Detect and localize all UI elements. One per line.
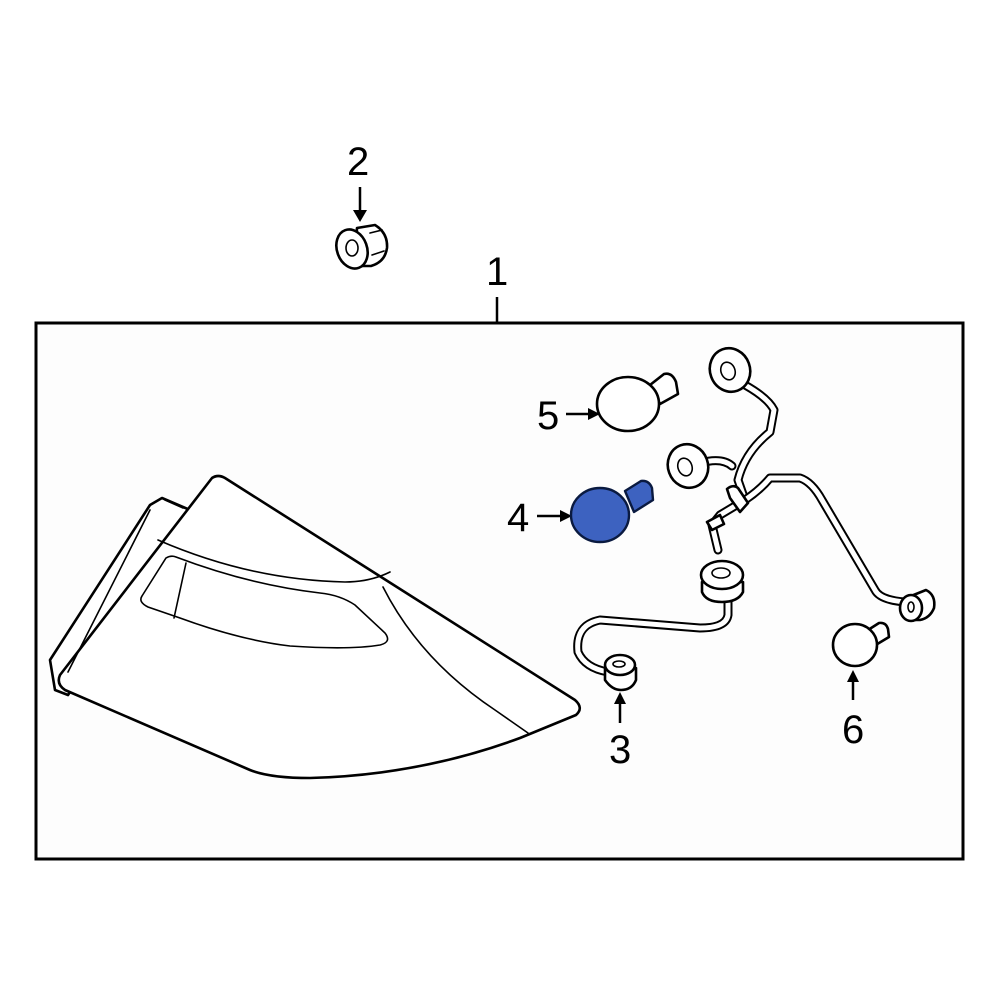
part-5-bulb[interactable]	[566, 372, 680, 433]
callout-6-label[interactable]: 6	[842, 708, 865, 752]
callout-2-label[interactable]: 2	[347, 140, 370, 184]
part-6-bulb[interactable]	[831, 621, 891, 700]
wiring-harness[interactable]	[573, 342, 936, 692]
part-2-retainer-nut[interactable]	[331, 187, 389, 273]
callout-4-label[interactable]: 4	[507, 496, 530, 540]
part-4-bulb-highlighted[interactable]	[537, 479, 655, 544]
part-1-lamp-housing[interactable]	[48, 474, 582, 780]
callout-3-label[interactable]: 3	[609, 728, 632, 772]
callout-5-label[interactable]: 5	[537, 394, 560, 438]
callout-3-arrow	[614, 692, 626, 723]
callout-1-label[interactable]: 1	[486, 250, 509, 294]
